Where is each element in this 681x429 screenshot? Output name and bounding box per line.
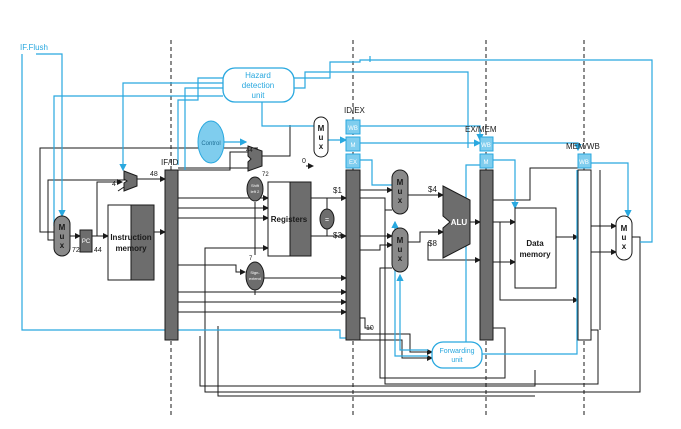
rd-10: 10	[366, 325, 374, 332]
adder-value-48: 48	[150, 171, 158, 178]
data-memory-label: memory	[519, 250, 551, 259]
svg-text:u: u	[398, 187, 403, 196]
svg-text:u: u	[622, 233, 627, 242]
pc-label: PC	[82, 239, 91, 245]
mem-wb-register: WB MEM/WB	[566, 142, 600, 341]
id-ex-label: ID/EX	[344, 106, 366, 115]
pc-register: PC	[79, 229, 93, 253]
if-flush-label: IF.Flush	[20, 43, 48, 52]
control-mux-0: 0	[302, 158, 306, 165]
alu: ALU	[442, 185, 471, 259]
svg-text:left 2: left 2	[251, 189, 260, 194]
register-file: Registers	[267, 181, 312, 257]
svg-text:M: M	[397, 178, 404, 187]
svg-text:x: x	[398, 196, 403, 205]
alu-mux-lower: M u x	[391, 227, 409, 273]
svg-text:extend: extend	[249, 276, 261, 281]
data-memory: Data memory	[514, 207, 557, 289]
branch-72: 72	[262, 172, 269, 178]
svg-text:M: M	[318, 124, 325, 133]
hazard-line-2: detection	[242, 81, 274, 90]
svg-text:M: M	[59, 223, 66, 232]
svg-text:u: u	[398, 245, 403, 254]
control-label: Control	[201, 141, 220, 147]
if-id-register: IF/ID	[161, 158, 179, 341]
svg-text:=: =	[325, 217, 329, 224]
alu-mux-upper: M u x	[391, 169, 409, 215]
data-label: Data	[526, 239, 544, 248]
constant-4: 4	[112, 181, 116, 188]
registers-label: Registers	[271, 215, 308, 224]
hazard-line-3: unit	[252, 91, 266, 100]
instruction-memory: Instruction memory	[107, 204, 155, 281]
mem-wb-label: MEM/WB	[566, 142, 600, 151]
reg-s8: $8	[428, 239, 437, 248]
ex-mem-wb: WB	[481, 143, 491, 149]
svg-text:x: x	[60, 241, 65, 250]
control-mux: M u x 0	[302, 116, 329, 165]
pc-adder: 4 48	[112, 170, 158, 192]
if-id-label: IF/ID	[161, 158, 179, 167]
sign-extend-7: 7	[249, 256, 253, 262]
id-ex-ex: EX	[349, 160, 357, 166]
forwarding-line-1: Forwarding	[439, 348, 474, 355]
control-lines	[21, 53, 653, 357]
instruction-label: Instruction	[110, 233, 151, 242]
ex-mem-register: WB M EX/MEM	[465, 125, 497, 341]
svg-text:x: x	[319, 142, 324, 151]
branch-adder: 44 72	[246, 145, 269, 178]
svg-text:Shift: Shift	[251, 183, 260, 188]
sign-extend: Sign- extend 7	[245, 256, 265, 291]
id-ex-m: M	[351, 143, 356, 149]
pc-mux: M u x	[53, 215, 71, 257]
hazard-line-1: Hazard	[245, 71, 271, 80]
ex-mem-m: M	[484, 160, 489, 166]
shift-left-2: Shift left 2	[246, 176, 264, 202]
branch-44: 44	[246, 148, 253, 154]
mem-wb-wb: WB	[579, 160, 589, 166]
ex-mem-label: EX/MEM	[465, 125, 497, 134]
id-ex-wb: WB	[348, 126, 358, 132]
memory-label: memory	[115, 244, 147, 253]
writeback-mux: M u x	[615, 215, 633, 261]
svg-text:x: x	[622, 242, 627, 251]
pc-value-72: 72	[72, 247, 80, 254]
id-ex-register: WB M EX ID/EX	[344, 106, 366, 341]
svg-text:u: u	[60, 232, 65, 241]
alu-label: ALU	[451, 218, 468, 227]
black-wiring	[39, 125, 641, 397]
equality-comparator: =	[319, 208, 335, 230]
reg-s1: $1	[333, 186, 342, 195]
forwarding-unit: Forwarding unit	[431, 341, 483, 369]
hazard-detection-unit: Hazard detection unit	[222, 67, 295, 103]
forwarding-line-2: unit	[451, 357, 462, 364]
pc-value-44: 44	[94, 247, 102, 254]
control-unit: Control	[197, 120, 225, 164]
svg-text:Sign-: Sign-	[250, 270, 260, 275]
reg-s4: $4	[428, 185, 437, 194]
svg-text:x: x	[398, 254, 403, 263]
svg-text:u: u	[319, 133, 324, 142]
svg-text:M: M	[397, 236, 404, 245]
svg-text:M: M	[621, 224, 628, 233]
reg-s3: $3	[333, 231, 342, 240]
